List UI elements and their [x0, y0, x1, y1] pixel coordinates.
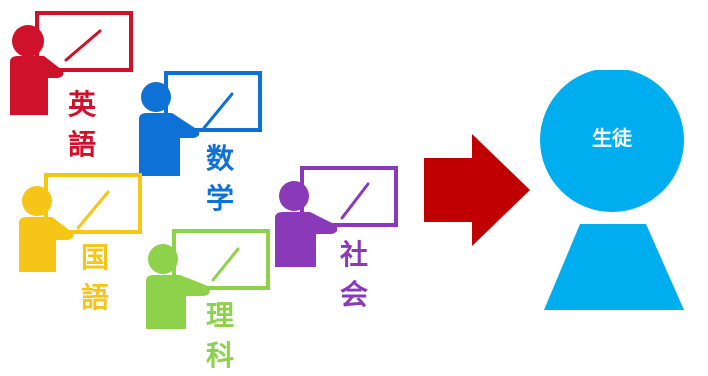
- teacher-body: [275, 212, 338, 267]
- teacher-math-figure: [139, 71, 262, 176]
- subject-char: 語: [67, 128, 96, 161]
- teacher-head: [12, 25, 44, 57]
- subject-char: 学: [205, 182, 234, 215]
- pointer: [211, 247, 240, 282]
- teacher-head: [148, 244, 178, 274]
- pointer: [340, 182, 370, 220]
- subject-char: 社: [339, 238, 368, 271]
- pointer: [76, 190, 110, 230]
- student-body: [544, 224, 684, 310]
- teacher-head: [141, 82, 171, 112]
- subject-social: 社 会: [334, 235, 374, 315]
- student-figure: [540, 70, 684, 310]
- subject-science: 理 科: [200, 296, 240, 376]
- teacher-body: [146, 275, 210, 329]
- teacher-japanese-figure: [19, 173, 142, 272]
- subject-char: 語: [80, 281, 109, 314]
- teacher-science: 理 科: [138, 224, 288, 375]
- teacher-japanese: 国 語: [10, 170, 160, 330]
- teacher-head: [279, 181, 309, 211]
- subject-char: 科: [205, 339, 234, 372]
- teacher-social-figure: [275, 166, 398, 267]
- pointer: [202, 92, 234, 130]
- student-head: [540, 70, 684, 212]
- subject-char: 数: [205, 142, 234, 175]
- teacher-science-figure: [146, 229, 270, 329]
- subject-char: 理: [205, 299, 234, 332]
- teacher-english-figure: [10, 11, 133, 115]
- subject-char: 国: [80, 241, 109, 274]
- subject-char: 英: [67, 88, 96, 121]
- subject-japanese: 国 語: [75, 238, 115, 318]
- subject-char: 会: [339, 278, 368, 311]
- teacher-body: [139, 113, 200, 176]
- subject-math: 数 学: [200, 139, 240, 219]
- teacher-body: [10, 56, 64, 115]
- teacher-english: 英 語: [0, 0, 150, 161]
- pointer: [64, 29, 102, 62]
- right-arrow-icon: [424, 134, 530, 246]
- teacher-head: [22, 186, 52, 216]
- whiteboard: [35, 11, 133, 72]
- subject-english: 英 語: [62, 85, 102, 165]
- teacher-social: 社 会: [270, 160, 420, 320]
- teacher-body: [19, 217, 74, 272]
- student-label: 生徒: [592, 126, 632, 150]
- teacher-math: 数 学: [132, 66, 282, 226]
